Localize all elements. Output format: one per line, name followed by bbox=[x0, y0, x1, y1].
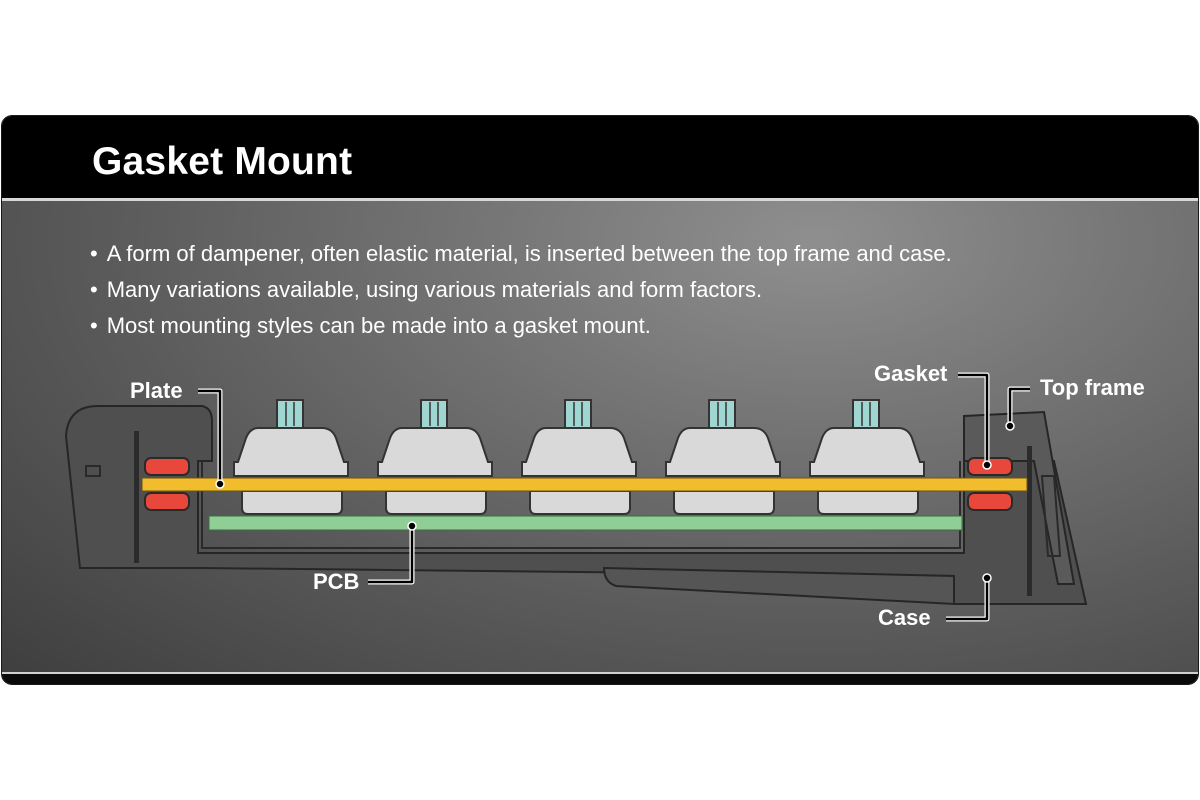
case-cavity bbox=[201, 461, 961, 549]
title-bar: Gasket Mount bbox=[2, 116, 1198, 201]
plate-label: Plate bbox=[130, 378, 183, 403]
bottom-bar bbox=[2, 672, 1198, 684]
right-notch bbox=[1040, 475, 1062, 557]
bullet-item: Many variations available, using various… bbox=[90, 272, 952, 308]
gasket-label: Gasket bbox=[874, 361, 948, 386]
plate-layer bbox=[141, 477, 1028, 492]
gasket-mount-diagram: Plate Gasket Top frame PCB Case bbox=[64, 361, 1145, 630]
gasket-mount-card: Gasket Mount A form of dampener, often e… bbox=[2, 116, 1198, 684]
pcb-label: PCB bbox=[313, 569, 359, 594]
left-notch bbox=[85, 465, 101, 477]
bullet-list: A form of dampener, often elastic materi… bbox=[90, 236, 952, 344]
top-frame bbox=[963, 410, 1076, 585]
switch-3 bbox=[521, 399, 637, 477]
switch-4 bbox=[665, 399, 781, 477]
left-screw bbox=[134, 431, 139, 563]
leader-lines bbox=[198, 372, 1030, 622]
switch-1 bbox=[233, 399, 349, 477]
right-screw bbox=[1027, 446, 1032, 596]
case-body bbox=[64, 405, 1088, 605]
case-label: Case bbox=[878, 605, 931, 630]
top-frame-label: Top frame bbox=[1040, 375, 1145, 400]
bullet-item: A form of dampener, often elastic materi… bbox=[90, 236, 952, 272]
switch-2 bbox=[377, 399, 493, 477]
pcb-layer bbox=[208, 515, 963, 531]
page-title: Gasket Mount bbox=[92, 140, 353, 183]
case-foot bbox=[602, 566, 955, 606]
switch-bottoms bbox=[241, 490, 919, 515]
bullet-item: Most mounting styles can be made into a … bbox=[90, 308, 952, 344]
switch-5 bbox=[809, 399, 925, 477]
